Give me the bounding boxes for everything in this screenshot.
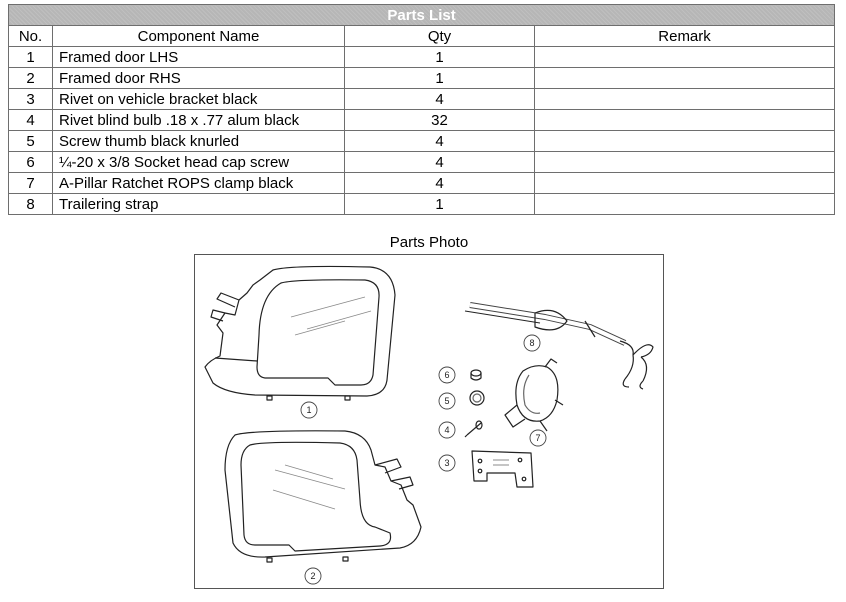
- table-row: 3 Rivet on vehicle bracket black 4: [8, 88, 836, 110]
- callout-7: 7: [535, 433, 540, 443]
- callout-4: 4: [444, 425, 449, 435]
- table-title: Parts List: [7, 4, 836, 26]
- callout-6: 6: [444, 370, 449, 380]
- table-row: 1 Framed door LHS 1: [8, 46, 836, 68]
- row-remark: [533, 109, 836, 131]
- row-no: 8: [8, 193, 53, 215]
- row-name: ¼-20 x 3/8 Socket head cap screw: [52, 151, 345, 173]
- cap-screw-drawing: [470, 369, 482, 381]
- callout-3-circle: [438, 454, 456, 472]
- row-name: Screw thumb black knurled: [52, 130, 345, 152]
- row-remark: [533, 130, 836, 152]
- row-no: 6: [8, 151, 53, 173]
- row-name: Trailering strap: [52, 193, 345, 215]
- row-no: 4: [8, 109, 53, 131]
- framed-door-lhs-drawing: [204, 265, 396, 401]
- thumb-screw-drawing: [469, 390, 485, 406]
- table-row: 5 Screw thumb black knurled 4: [8, 130, 836, 152]
- vehicle-bracket-drawing: [471, 450, 534, 488]
- row-remark: [533, 172, 836, 194]
- row-no: 7: [8, 172, 53, 194]
- row-no: 1: [8, 46, 53, 68]
- parts-list-table: Parts List No. Component Name Qty Remark…: [7, 4, 836, 215]
- parts-photo: 1 2 3 4 5 6 7 8: [194, 254, 664, 589]
- header-remark: Remark: [533, 25, 836, 47]
- row-remark: [533, 88, 836, 110]
- row-no: 3: [8, 88, 53, 110]
- row-remark: [533, 67, 836, 89]
- trailering-strap-drawing: [464, 302, 654, 390]
- row-name: Framed door RHS: [52, 67, 345, 89]
- framed-door-rhs-drawing: [224, 430, 422, 563]
- row-remark: [533, 46, 836, 68]
- callout-2-circle: [304, 567, 322, 585]
- row-qty: 1: [344, 193, 535, 215]
- table-row: 6 ¼-20 x 3/8 Socket head cap screw 4: [8, 151, 836, 173]
- row-qty: 1: [344, 67, 535, 89]
- header-qty: Qty: [344, 25, 535, 47]
- callout-7-circle: [529, 429, 547, 447]
- row-qty: 32: [344, 109, 535, 131]
- row-remark: [533, 193, 836, 215]
- callout-2: 2: [310, 571, 315, 581]
- table-row: 2 Framed door RHS 1: [8, 67, 836, 89]
- row-name: Rivet on vehicle bracket black: [52, 88, 345, 110]
- table-title-row: Parts List: [7, 4, 836, 26]
- callout-6-circle: [438, 366, 456, 384]
- callout-5: 5: [444, 396, 449, 406]
- header-no: No.: [8, 25, 53, 47]
- callout-8: 8: [529, 338, 534, 348]
- row-no: 2: [8, 67, 53, 89]
- row-qty: 1: [344, 46, 535, 68]
- callout-1: 1: [306, 405, 311, 415]
- header-component-name: Component Name: [52, 25, 345, 47]
- row-name: Framed door LHS: [52, 46, 345, 68]
- table-header-row: No. Component Name Qty Remark: [8, 25, 836, 47]
- callout-4-circle: [438, 421, 456, 439]
- callout-1-circle: [300, 401, 318, 419]
- callout-8-circle: [523, 334, 541, 352]
- rops-clamp-drawing: [504, 358, 564, 432]
- row-qty: 4: [344, 172, 535, 194]
- row-name: Rivet blind bulb .18 x .77 alum black: [52, 109, 345, 131]
- row-qty: 4: [344, 88, 535, 110]
- table-row: 7 A-Pillar Ratchet ROPS clamp black 4: [8, 172, 836, 194]
- row-remark: [533, 151, 836, 173]
- row-name: A-Pillar Ratchet ROPS clamp black: [52, 172, 345, 194]
- row-qty: 4: [344, 151, 535, 173]
- table-row: 4 Rivet blind bulb .18 x .77 alum black …: [8, 109, 836, 131]
- row-no: 5: [8, 130, 53, 152]
- blind-rivet-drawing: [464, 420, 483, 438]
- parts-photo-caption: Parts Photo: [389, 234, 469, 251]
- row-qty: 4: [344, 130, 535, 152]
- table-row: 8 Trailering strap 1: [8, 193, 836, 215]
- callout-3: 3: [444, 458, 449, 468]
- callout-5-circle: [438, 392, 456, 410]
- parts-illustration: 1 2 3 4 5 6 7 8: [204, 265, 654, 585]
